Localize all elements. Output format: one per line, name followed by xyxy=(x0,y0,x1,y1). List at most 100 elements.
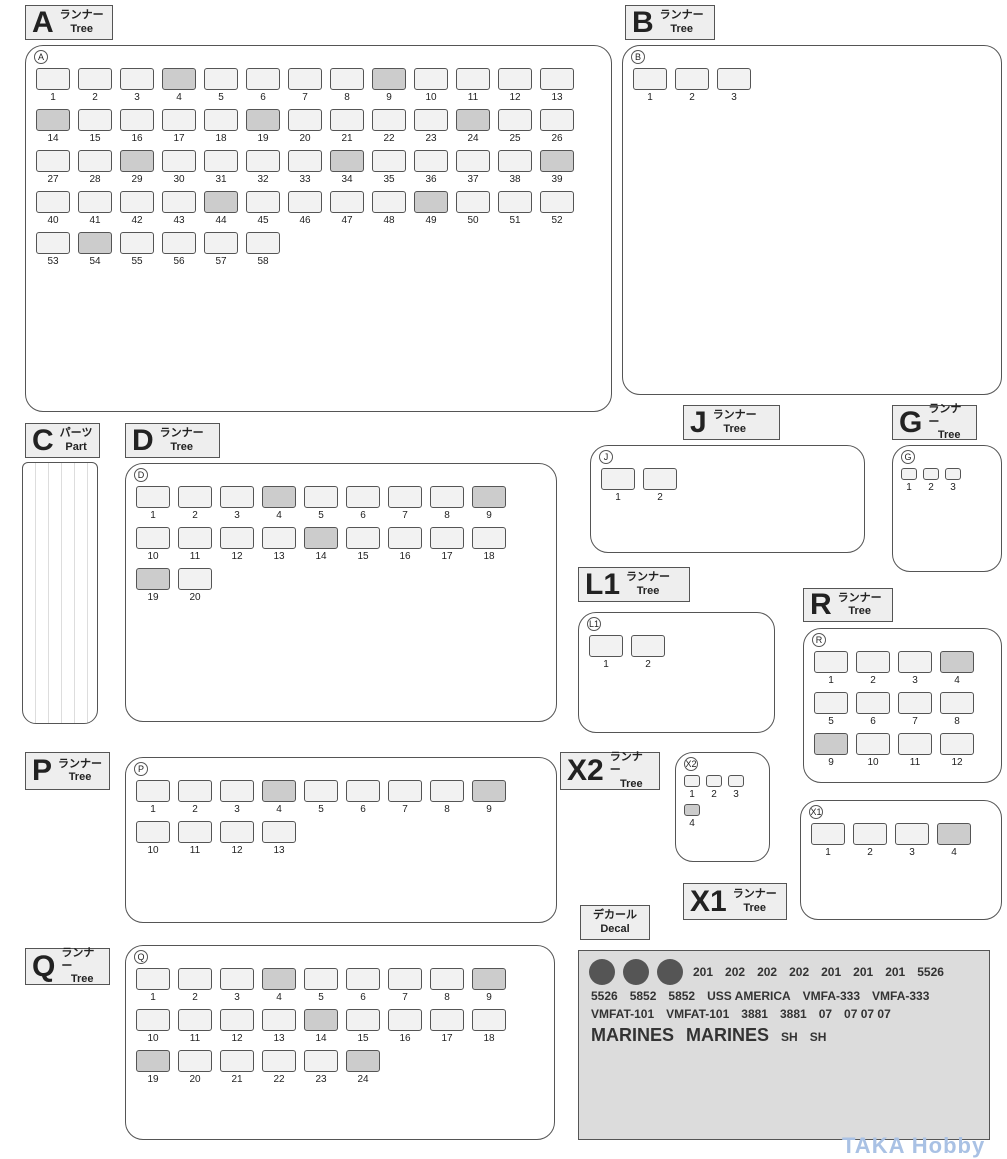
part: 1 xyxy=(136,780,170,815)
part-number: 1 xyxy=(603,659,609,670)
part-shape xyxy=(643,468,677,490)
part-shape xyxy=(940,651,974,673)
part-number: 22 xyxy=(383,133,395,144)
part-number: 12 xyxy=(951,757,963,768)
part-number: 5 xyxy=(318,992,324,1003)
part-number: 2 xyxy=(645,659,651,670)
runner-label-en: Tree xyxy=(670,22,693,35)
part: 10 xyxy=(136,1009,170,1044)
runner-id-circle: G xyxy=(901,450,915,464)
part-number: 25 xyxy=(509,133,521,144)
part-number: 6 xyxy=(260,92,266,103)
part-number: 1 xyxy=(50,92,56,103)
part: 5 xyxy=(204,68,238,103)
part-number: 48 xyxy=(383,215,395,226)
part: 3 xyxy=(945,468,961,493)
part: 48 xyxy=(372,191,406,226)
part-shape xyxy=(78,191,112,213)
part-number: 8 xyxy=(444,992,450,1003)
part-number: 22 xyxy=(273,1074,285,1085)
part: 4 xyxy=(684,804,700,829)
part: 18 xyxy=(204,109,238,144)
part: 21 xyxy=(220,1050,254,1085)
part-shape xyxy=(136,1050,170,1072)
runner-letter: P xyxy=(32,754,53,787)
part-shape xyxy=(540,68,574,90)
part: 10 xyxy=(136,527,170,562)
part-number: 9 xyxy=(828,757,834,768)
part-number: 2 xyxy=(928,482,934,493)
part-shape xyxy=(633,68,667,90)
part-number: 1 xyxy=(150,992,156,1003)
part: 13 xyxy=(540,68,574,103)
part: 32 xyxy=(246,150,280,185)
part-shape xyxy=(540,109,574,131)
part: 4 xyxy=(262,486,296,521)
part-number: 18 xyxy=(483,551,495,562)
part: 8 xyxy=(430,486,464,521)
part-number: 43 xyxy=(173,215,185,226)
part-shape xyxy=(304,1009,338,1031)
decal-text: 5526 xyxy=(591,989,618,1003)
part-shape xyxy=(178,1050,212,1072)
part: 1 xyxy=(36,68,70,103)
runner-label-en: Tree xyxy=(68,771,92,783)
decal-text: MARINES xyxy=(686,1025,770,1045)
part-number: 29 xyxy=(131,174,143,185)
part-number: 1 xyxy=(150,804,156,815)
decal-text: 3881 xyxy=(779,1007,807,1021)
part: 2 xyxy=(643,468,677,503)
part-number: 3 xyxy=(733,789,739,800)
part-shape xyxy=(288,191,322,213)
part-number: 44 xyxy=(215,215,227,226)
part-number: 24 xyxy=(467,133,479,144)
runner-id-circle: R xyxy=(812,633,826,647)
part: 2 xyxy=(78,68,112,103)
part: 9 xyxy=(472,780,506,815)
part-number: 4 xyxy=(276,804,282,815)
runner-letter: C xyxy=(32,423,54,457)
part-shape xyxy=(346,780,380,802)
decal-label-en: Decal xyxy=(600,922,630,935)
part-shape xyxy=(372,109,406,131)
part-shape xyxy=(78,150,112,172)
part: 3 xyxy=(898,651,932,686)
part-shape xyxy=(706,775,722,787)
runner-letter: B xyxy=(632,5,654,39)
part-number: 24 xyxy=(357,1074,369,1085)
part-shape xyxy=(220,1050,254,1072)
part-shape xyxy=(220,968,254,990)
part-shape xyxy=(136,486,170,508)
runner-label-en: Tree xyxy=(723,422,746,435)
part-shape xyxy=(684,804,700,816)
part-number: 28 xyxy=(89,174,101,185)
runner-label-jp: ランナー xyxy=(159,427,204,440)
part-shape xyxy=(372,68,406,90)
part-number: 4 xyxy=(954,675,960,686)
part: 11 xyxy=(898,733,932,768)
part: 7 xyxy=(288,68,322,103)
part-number: 1 xyxy=(825,847,831,858)
part-shape xyxy=(162,232,196,254)
part: 36 xyxy=(414,150,448,185)
decal-text: 07 07 07 xyxy=(844,1007,891,1021)
part: 1 xyxy=(136,968,170,1003)
part: 1 xyxy=(684,775,700,800)
decal-text: USS AMERICA xyxy=(707,989,791,1003)
decal-text: MARINES xyxy=(591,1025,675,1045)
part-shape xyxy=(346,968,380,990)
part-number: 2 xyxy=(192,804,198,815)
part: 11 xyxy=(178,1009,212,1044)
part: 23 xyxy=(414,109,448,144)
decal-text: 07 xyxy=(818,1007,833,1021)
runner-label-en: Tree xyxy=(70,973,94,986)
part: 19 xyxy=(136,568,170,603)
part-number: 4 xyxy=(276,510,282,521)
part-shape xyxy=(472,780,506,802)
